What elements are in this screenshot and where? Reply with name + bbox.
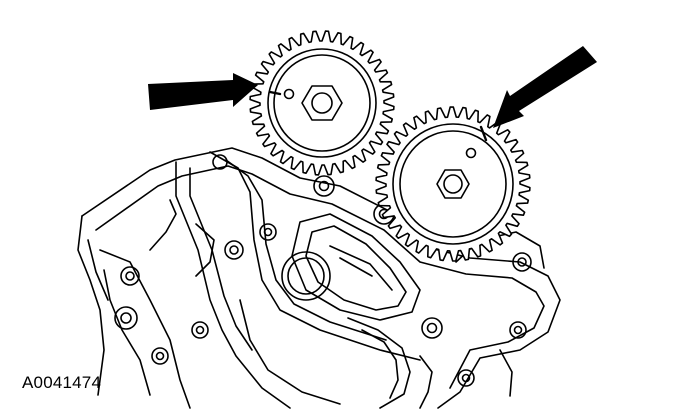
timing-mark-hole-right <box>465 147 477 159</box>
timing-mark-line-right <box>479 125 488 142</box>
timing-mark-line-left <box>268 90 282 96</box>
arrow-right-indicator <box>493 46 597 128</box>
camshaft-sprocket-left <box>249 30 395 176</box>
cylinder-head-outline <box>77 147 561 409</box>
timing-mark-hole-left <box>283 88 295 100</box>
sprocket-hex-nut-left <box>301 85 343 121</box>
arrow-left-indicator <box>148 73 258 110</box>
bolt-holes <box>114 154 532 387</box>
figure-reference-code: A0041474 <box>22 373 102 392</box>
camshaft-sprocket-right <box>375 106 531 262</box>
sprocket-hex-nut-right <box>436 169 470 199</box>
bearing-bore <box>281 251 331 301</box>
